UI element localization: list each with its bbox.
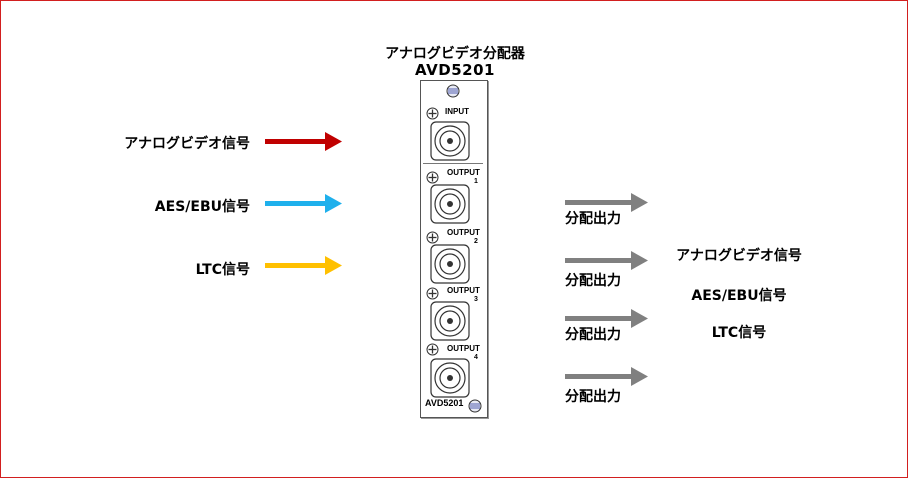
arrow-right-icon [565,367,648,386]
screw-icon [426,343,439,356]
output-port-number: 4 [474,354,478,361]
bnc-connector-icon[interactable] [430,301,470,341]
device-title: アナログビデオ分配器 [385,46,525,62]
input-label-aes-ebu: AES/EBU信号 [154,199,250,215]
bnc-connector-icon[interactable] [430,358,470,398]
input-label-ltc: LTC信号 [195,262,250,278]
device-model: AVD5201 [415,61,495,79]
screw-icon [426,287,439,300]
output-signal-aes-ebu: AES/EBU信号 [691,288,787,304]
bnc-connector-icon[interactable] [430,244,470,284]
output-signal-ltc: LTC信号 [711,325,767,341]
arrow-right-icon [265,256,342,275]
output-port-number: 3 [474,296,478,303]
panel-model-label: AVD5201 [425,398,464,408]
device-panel: INPUT OUTPUT 1 OUTPUT 2 OUTPUT 3 [420,80,488,418]
panel-divider [423,163,483,164]
bnc-connector-icon[interactable] [430,184,470,224]
output-port-label: OUTPUT [447,168,480,177]
output-port-number: 2 [474,238,478,245]
arrow-right-icon [265,194,342,213]
bnc-connector-icon[interactable] [430,121,470,161]
input-port-label: INPUT [445,107,469,116]
output-port-label: OUTPUT [447,228,480,237]
output-label: 分配出力 [565,211,621,227]
output-port-number: 1 [474,178,478,185]
arrow-right-icon [565,193,648,212]
output-label: 分配出力 [565,389,621,405]
screw-icon [426,107,439,120]
output-label: 分配出力 [565,327,621,343]
screw-icon [426,171,439,184]
input-label-analog-video: アナログビデオ信号 [124,136,250,152]
output-port-label: OUTPUT [447,286,480,295]
arrow-right-icon [565,251,648,270]
output-port-label: OUTPUT [447,344,480,353]
output-label: 分配出力 [565,273,621,289]
screw-icon [426,231,439,244]
screw-icon [446,84,460,98]
arrow-right-icon [565,309,648,328]
output-signal-analog-video: アナログビデオ信号 [676,248,802,264]
screw-icon [468,399,482,413]
arrow-right-icon [265,132,342,151]
